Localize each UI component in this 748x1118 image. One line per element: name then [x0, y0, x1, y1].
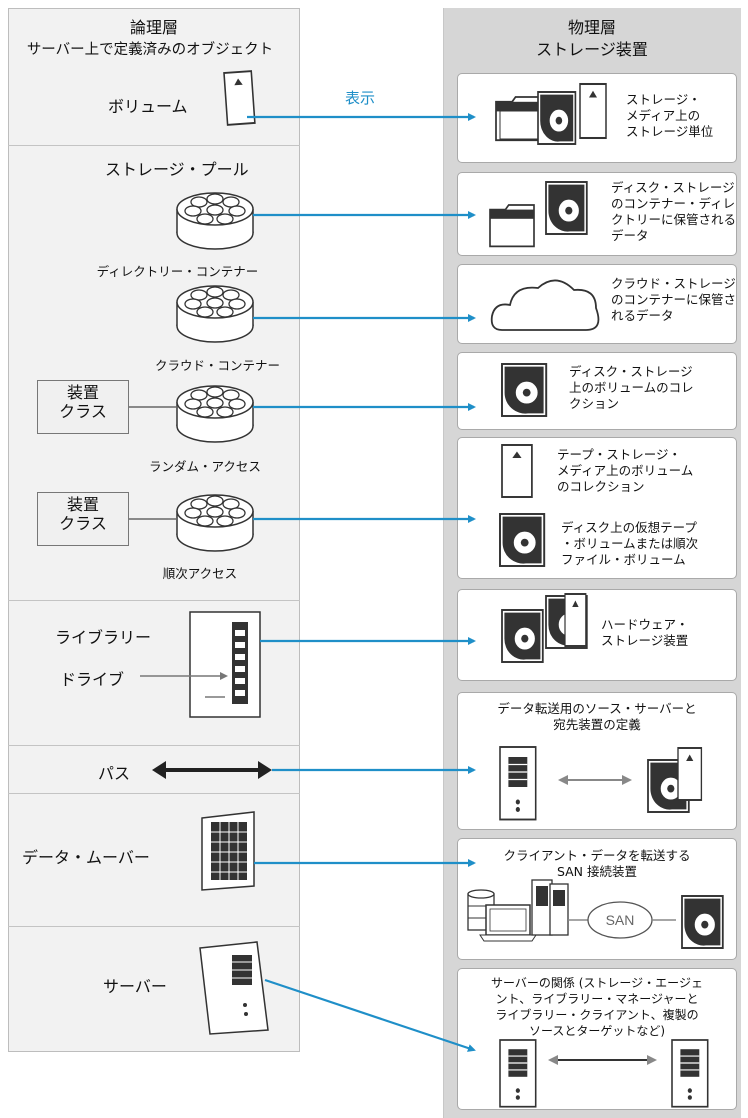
section-divider: [8, 926, 300, 927]
cloud-icon: [490, 279, 600, 331]
storage-pool-label: ストレージ・プール: [105, 160, 249, 179]
source-server-icon: [499, 746, 537, 821]
server-label: サーバー: [103, 977, 167, 996]
server-a-icon: [499, 1039, 537, 1108]
logical-layer-title: 論理層: [129, 18, 178, 37]
directory-container-label: ディレクトリー・コンテナー: [96, 264, 259, 279]
storage-unit-icons: [495, 82, 608, 145]
destination-device-icon: [647, 747, 703, 813]
tape-volume-collection-text: テープ・ストレージ・ メディア上のボリューム のコレクション: [557, 447, 694, 494]
tape-icon: [501, 444, 533, 498]
san-label: SAN: [606, 912, 635, 928]
logical-layer-subtitle: サーバー上で定義済みのオブジェクト: [26, 42, 274, 58]
virtual-tape-disk-icon: [499, 513, 546, 567]
virtual-tape-text: ディスク上の仮想テープ ・ボリュームまたは順次 ファイル・ボリューム: [561, 520, 699, 567]
server-relationship-text: サーバーの関係 (ストレージ・エージェ ント、ライブラリー・マネージャーと ライ…: [491, 976, 703, 1038]
physical-layer-subtitle: ストレージ装置: [536, 40, 648, 59]
section-divider: [8, 745, 300, 746]
san-disk-icon: [681, 895, 724, 949]
device-class-box: 装置 クラス: [37, 492, 129, 546]
storage-unit-text: ストレージ・ メディア上の ストレージ単位: [626, 92, 714, 139]
maps-to-label: 表示: [345, 89, 376, 107]
directory-container-pool-icon: [176, 192, 254, 250]
section-divider: [8, 145, 300, 146]
hardware-storage-text: ハードウェア・ ストレージ装置: [601, 617, 689, 648]
san-device-text: クライアント・データを転送する SAN 接続装置: [503, 848, 691, 879]
disk-icon: [501, 363, 548, 417]
random-access-pool-icon: [176, 385, 254, 443]
drive-label: ドライブ: [60, 670, 125, 689]
server-icon: [199, 941, 269, 1035]
device-class-box: 装置 クラス: [37, 380, 129, 434]
data-transfer-definition-text: データ転送用のソース・サーバーと 宛先装置の定義: [497, 701, 697, 732]
server-b-icon: [671, 1039, 709, 1108]
disk-container-icons: [489, 181, 588, 248]
cloud-storage-text: クラウド・ストレージ のコンテナーに保管さ れるデータ: [611, 276, 737, 323]
library-icon: [189, 611, 261, 718]
sequential-access-pool-icon: [176, 494, 254, 552]
section-divider: [8, 793, 300, 794]
data-mover-icon: [201, 811, 255, 891]
disk-container-text: ディスク・ストレージ のコンテナー・ディレ クトリーに保管される データ: [611, 180, 737, 243]
physical-layer-title: 物理層: [567, 18, 616, 37]
section-divider: [8, 600, 300, 601]
sequential-access-label: 順次アクセス: [162, 566, 238, 581]
path-double-arrow-icon: [152, 761, 272, 779]
random-access-label: ランダム・アクセス: [149, 459, 261, 474]
disk-volume-collection-text: ディスク・ストレージ 上のボリュームのコレ クション: [569, 364, 694, 411]
path-label: パス: [98, 764, 131, 783]
cloud-container-pool-icon: [176, 285, 254, 343]
volume-label: ボリューム: [108, 97, 188, 116]
library-label: ライブラリー: [55, 628, 152, 647]
hardware-storage-icons: [501, 593, 588, 663]
client-devices-icon: [467, 879, 569, 942]
mapping-arrows: [247, 113, 476, 1052]
cloud-container-label: クラウド・コンテナー: [154, 358, 280, 373]
data-mover-label: データ・ムーバー: [22, 848, 150, 867]
